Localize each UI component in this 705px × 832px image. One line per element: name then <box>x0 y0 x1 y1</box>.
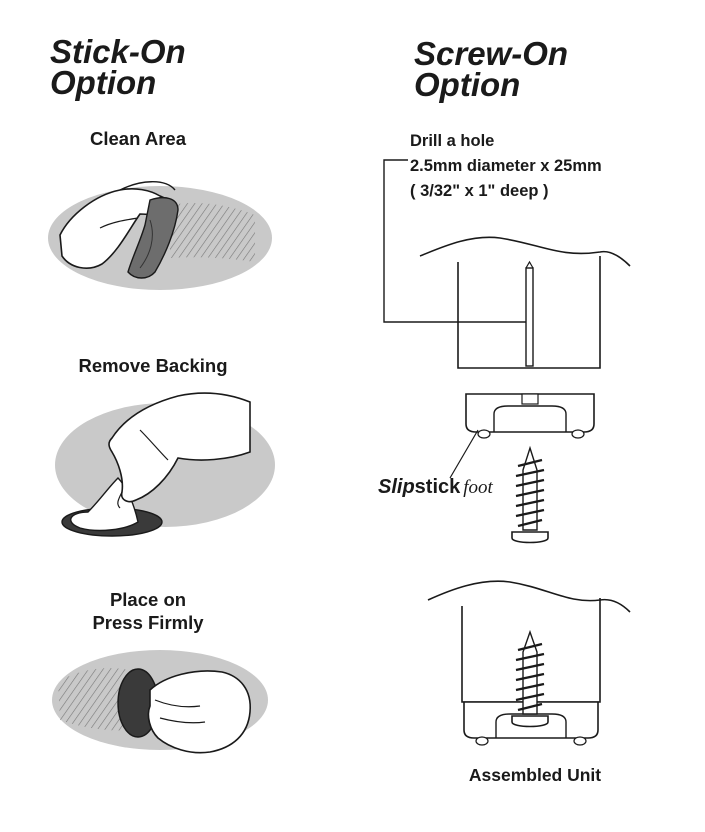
stick-on-title: Stick-On Option <box>50 33 186 101</box>
step-remove-backing-label: Remove Backing <box>48 354 258 377</box>
screw-on-title: Screw-On Option <box>414 35 569 103</box>
hand-icon <box>147 670 251 754</box>
foot-body <box>465 393 595 433</box>
step-place-on-label: Place on Press Firmly <box>68 588 228 634</box>
foot-bump <box>573 736 587 746</box>
step-label-line: Place on <box>109 589 187 610</box>
wood-grain <box>58 668 132 731</box>
drill-hole-note: Drill a hole 2.5mm diameter x 25mm ( 3/3… <box>410 129 602 204</box>
place-on-illustration <box>52 650 268 754</box>
drill-note-line2: 2.5mm diameter x 25mm <box>410 157 602 175</box>
leg-top-outline <box>427 580 631 613</box>
screw-icon <box>511 445 549 544</box>
foot-bump <box>571 429 585 439</box>
cloth-icon <box>127 197 179 279</box>
step-label-line: Clean Area <box>90 128 186 149</box>
step-label-line: Remove Backing <box>78 355 228 376</box>
hand-icon <box>108 392 251 503</box>
assembled-unit-label: Assembled Unit <box>468 765 602 785</box>
drill-note-line3: ( 3/32" x 1" deep ) <box>410 182 549 200</box>
screw-icon <box>511 629 549 728</box>
wood-grain <box>170 203 255 262</box>
remove-backing-illustration <box>55 392 275 537</box>
step-label-line: Press Firmly <box>92 612 204 633</box>
slipstick-foot-suffix: foot <box>463 477 493 498</box>
assembled-unit-diagram <box>427 580 631 746</box>
foot-pointer <box>449 429 479 479</box>
screw-on-title-line2: Option <box>414 66 521 103</box>
leg-body <box>457 256 601 369</box>
stick-on-title-line1: Stick-On <box>50 33 186 70</box>
foot-bump <box>477 429 491 439</box>
leg-top-outline <box>419 236 631 267</box>
drill-note-line1: Drill a hole <box>410 132 495 150</box>
peeled-backing <box>70 477 139 532</box>
slipstick-foot-diagram <box>449 393 595 479</box>
step-clean-area-label: Clean Area <box>58 127 218 150</box>
leader-line <box>383 159 526 323</box>
screw-head <box>511 531 549 544</box>
screw-on-title-line1: Screw-On <box>414 35 569 72</box>
stick-on-title-line2: Option <box>50 64 157 101</box>
foot-bump <box>475 736 489 746</box>
drill-hole <box>525 267 534 367</box>
drilled-leg-diagram <box>383 159 631 369</box>
slipstick-brand-italic: Slip <box>378 476 415 498</box>
foot-recess <box>493 405 567 432</box>
clean-area-illustration <box>48 181 272 290</box>
slipstick-brand-bold: stick <box>414 476 461 498</box>
